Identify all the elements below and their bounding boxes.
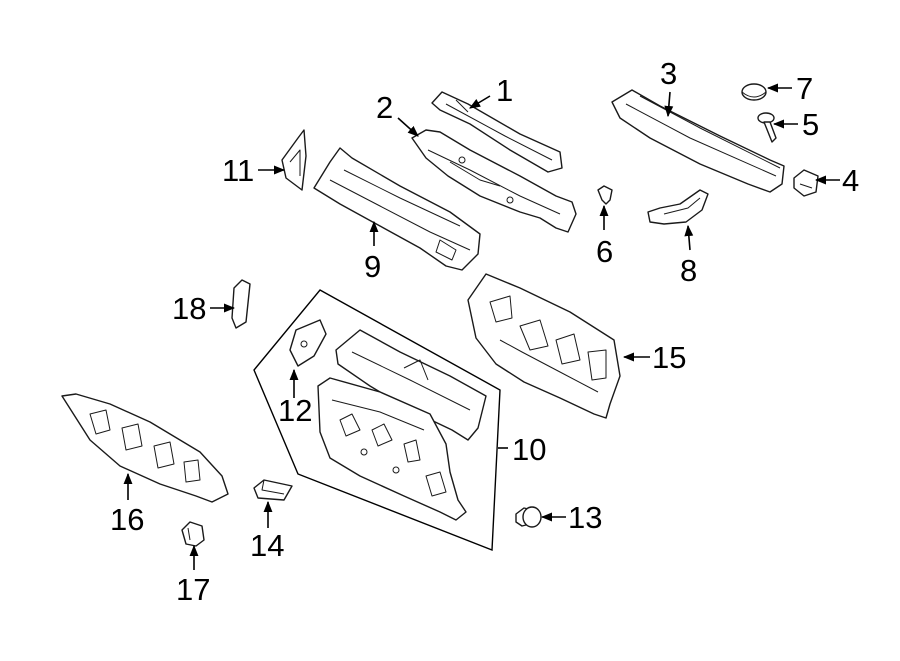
callout-18: 18 [172,291,206,326]
callout-14: 14 [250,528,284,563]
callout-labels: 1 2 3 4 5 6 7 8 9 10 11 12 13 14 15 16 1… [110,56,859,607]
part-15-dash-insulator[interactable] [467,273,621,419]
leader-lines [123,83,840,570]
callout-3: 3 [660,56,677,91]
part-17-grommet[interactable] [181,521,205,547]
callout-7: 7 [796,71,813,106]
part-10-group-box [253,289,501,552]
callout-2: 2 [376,90,393,125]
part-10-cross-member[interactable] [335,329,487,441]
part-6-clip[interactable] [597,185,613,205]
callout-5: 5 [802,107,819,142]
callout-12: 12 [278,393,312,428]
part-10-dash-panel[interactable] [317,377,467,521]
callout-9: 9 [364,249,381,284]
callout-15: 15 [652,340,686,375]
callout-4: 4 [842,163,859,198]
part-11-bracket[interactable] [281,129,307,191]
part-1-cowl-panel[interactable] [431,91,563,173]
part-14-pad[interactable] [253,479,293,501]
part-8-bracket[interactable] [647,189,709,225]
part-12-bracket[interactable] [289,319,327,367]
callout-6: 6 [596,234,613,269]
part-3-cowl-panel[interactable] [611,89,785,193]
part-2-cowl-inner-panel[interactable] [411,129,577,233]
callout-1: 1 [496,73,513,108]
part-4-clip[interactable] [793,169,819,197]
part-16-dash-insulator[interactable] [61,393,229,503]
part-18-insulator-pad[interactable] [231,279,251,329]
part-9-cowl-lower-panel[interactable] [313,147,481,271]
callout-8: 8 [680,253,697,288]
part-5-pin[interactable] [757,112,777,143]
part-13-plug[interactable] [515,506,542,528]
callout-10: 10 [512,432,546,467]
callout-13: 13 [568,500,602,535]
callout-11: 11 [222,153,254,188]
callout-16: 16 [110,502,144,537]
part-7-cap[interactable] [741,83,767,101]
callout-17: 17 [176,572,210,607]
